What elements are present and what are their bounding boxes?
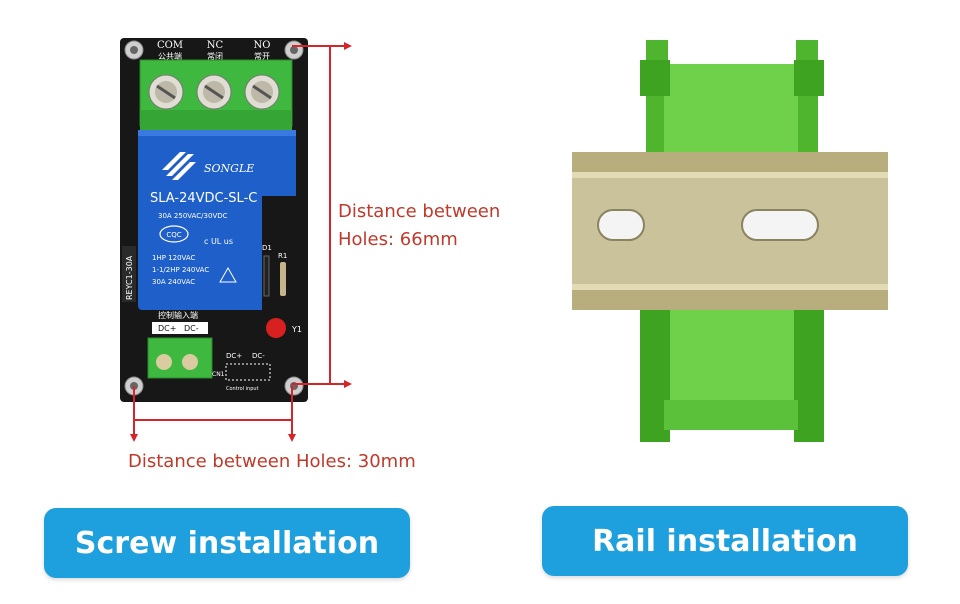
relay-brand: SONGLE <box>204 162 254 175</box>
label-com-cn: 公共端 <box>158 51 182 61</box>
vertical-dimension-arrow <box>292 42 352 388</box>
label-nc: NC <box>207 40 224 51</box>
label-nc-cn: 常闭 <box>207 52 223 61</box>
relay-rating-1: 1HP 120VAC <box>152 254 196 262</box>
rail-mount-top <box>664 64 798 156</box>
relay-spec: 30A 250VAC/30VDC <box>158 212 228 220</box>
rail-installation-button[interactable]: Rail installation <box>542 506 908 576</box>
resistor-r1 <box>280 262 286 296</box>
label-dc-plus: DC+ <box>158 324 176 333</box>
label-r1: R1 <box>278 252 287 260</box>
label-no-cn: 常开 <box>254 52 270 61</box>
rail-slot-2 <box>741 209 819 241</box>
relay-cert: CQC <box>166 231 181 239</box>
dc-label-box <box>152 322 208 334</box>
led-y1 <box>266 318 286 338</box>
label-d1: D1 <box>262 244 272 252</box>
relay-rating-3: 30A 240VAC <box>152 278 195 286</box>
vertical-distance-label-line2: Holes: 66mm <box>338 229 458 250</box>
control-label-cn: 控制输入端 <box>158 310 198 320</box>
label-com: COM <box>157 40 183 51</box>
rail-mount-illustration <box>572 40 888 442</box>
relay-body: SONGLE SLA-24VDC-SL-C 30A 250VAC/30VDC C… <box>138 130 298 310</box>
label-control-input: Control input <box>226 386 259 392</box>
terminal-screw-1 <box>148 74 184 110</box>
label-y1: Y1 <box>291 325 302 334</box>
label-no: NO <box>254 40 271 51</box>
relay-cert-ul: c UL us <box>204 237 233 246</box>
rail-slot-1 <box>597 209 645 241</box>
relay-model: SLA-24VDC-SL-C <box>150 191 257 206</box>
horizontal-dimension-arrow <box>130 386 296 442</box>
rail-clip-bottom-right <box>794 310 824 442</box>
label-dc-minus: DC- <box>184 324 199 333</box>
board-label-bg <box>122 246 136 302</box>
terminal-screw-2 <box>196 74 232 110</box>
relay-rating-2: 1-1/2HP 240VAC <box>152 266 209 274</box>
label-cn1: CN1 <box>212 371 225 378</box>
songle-logo-icon <box>162 152 196 180</box>
control-input-header <box>225 363 271 381</box>
vertical-distance-label-line1: Distance between <box>338 201 501 222</box>
label-dc-minus-2: DC- <box>252 352 265 360</box>
cqc-mark-icon <box>159 225 189 243</box>
board-label: REYC1-30A <box>125 255 134 300</box>
diode-d1 <box>263 255 270 297</box>
horizontal-distance-label: Distance between Holes: 30mm <box>128 451 416 472</box>
screw-installation-button[interactable]: Screw installation <box>44 508 410 578</box>
relay-module: COM NC NO 公共端 常闭 常开 <box>120 38 308 402</box>
label-dc-plus-2: DC+ <box>226 352 242 360</box>
rail-clip-top-right <box>796 40 818 156</box>
output-terminal-block <box>139 59 293 132</box>
terminal-screw-3 <box>244 74 280 110</box>
input-terminal-block <box>147 337 213 379</box>
warning-triangle-icon <box>219 266 237 283</box>
